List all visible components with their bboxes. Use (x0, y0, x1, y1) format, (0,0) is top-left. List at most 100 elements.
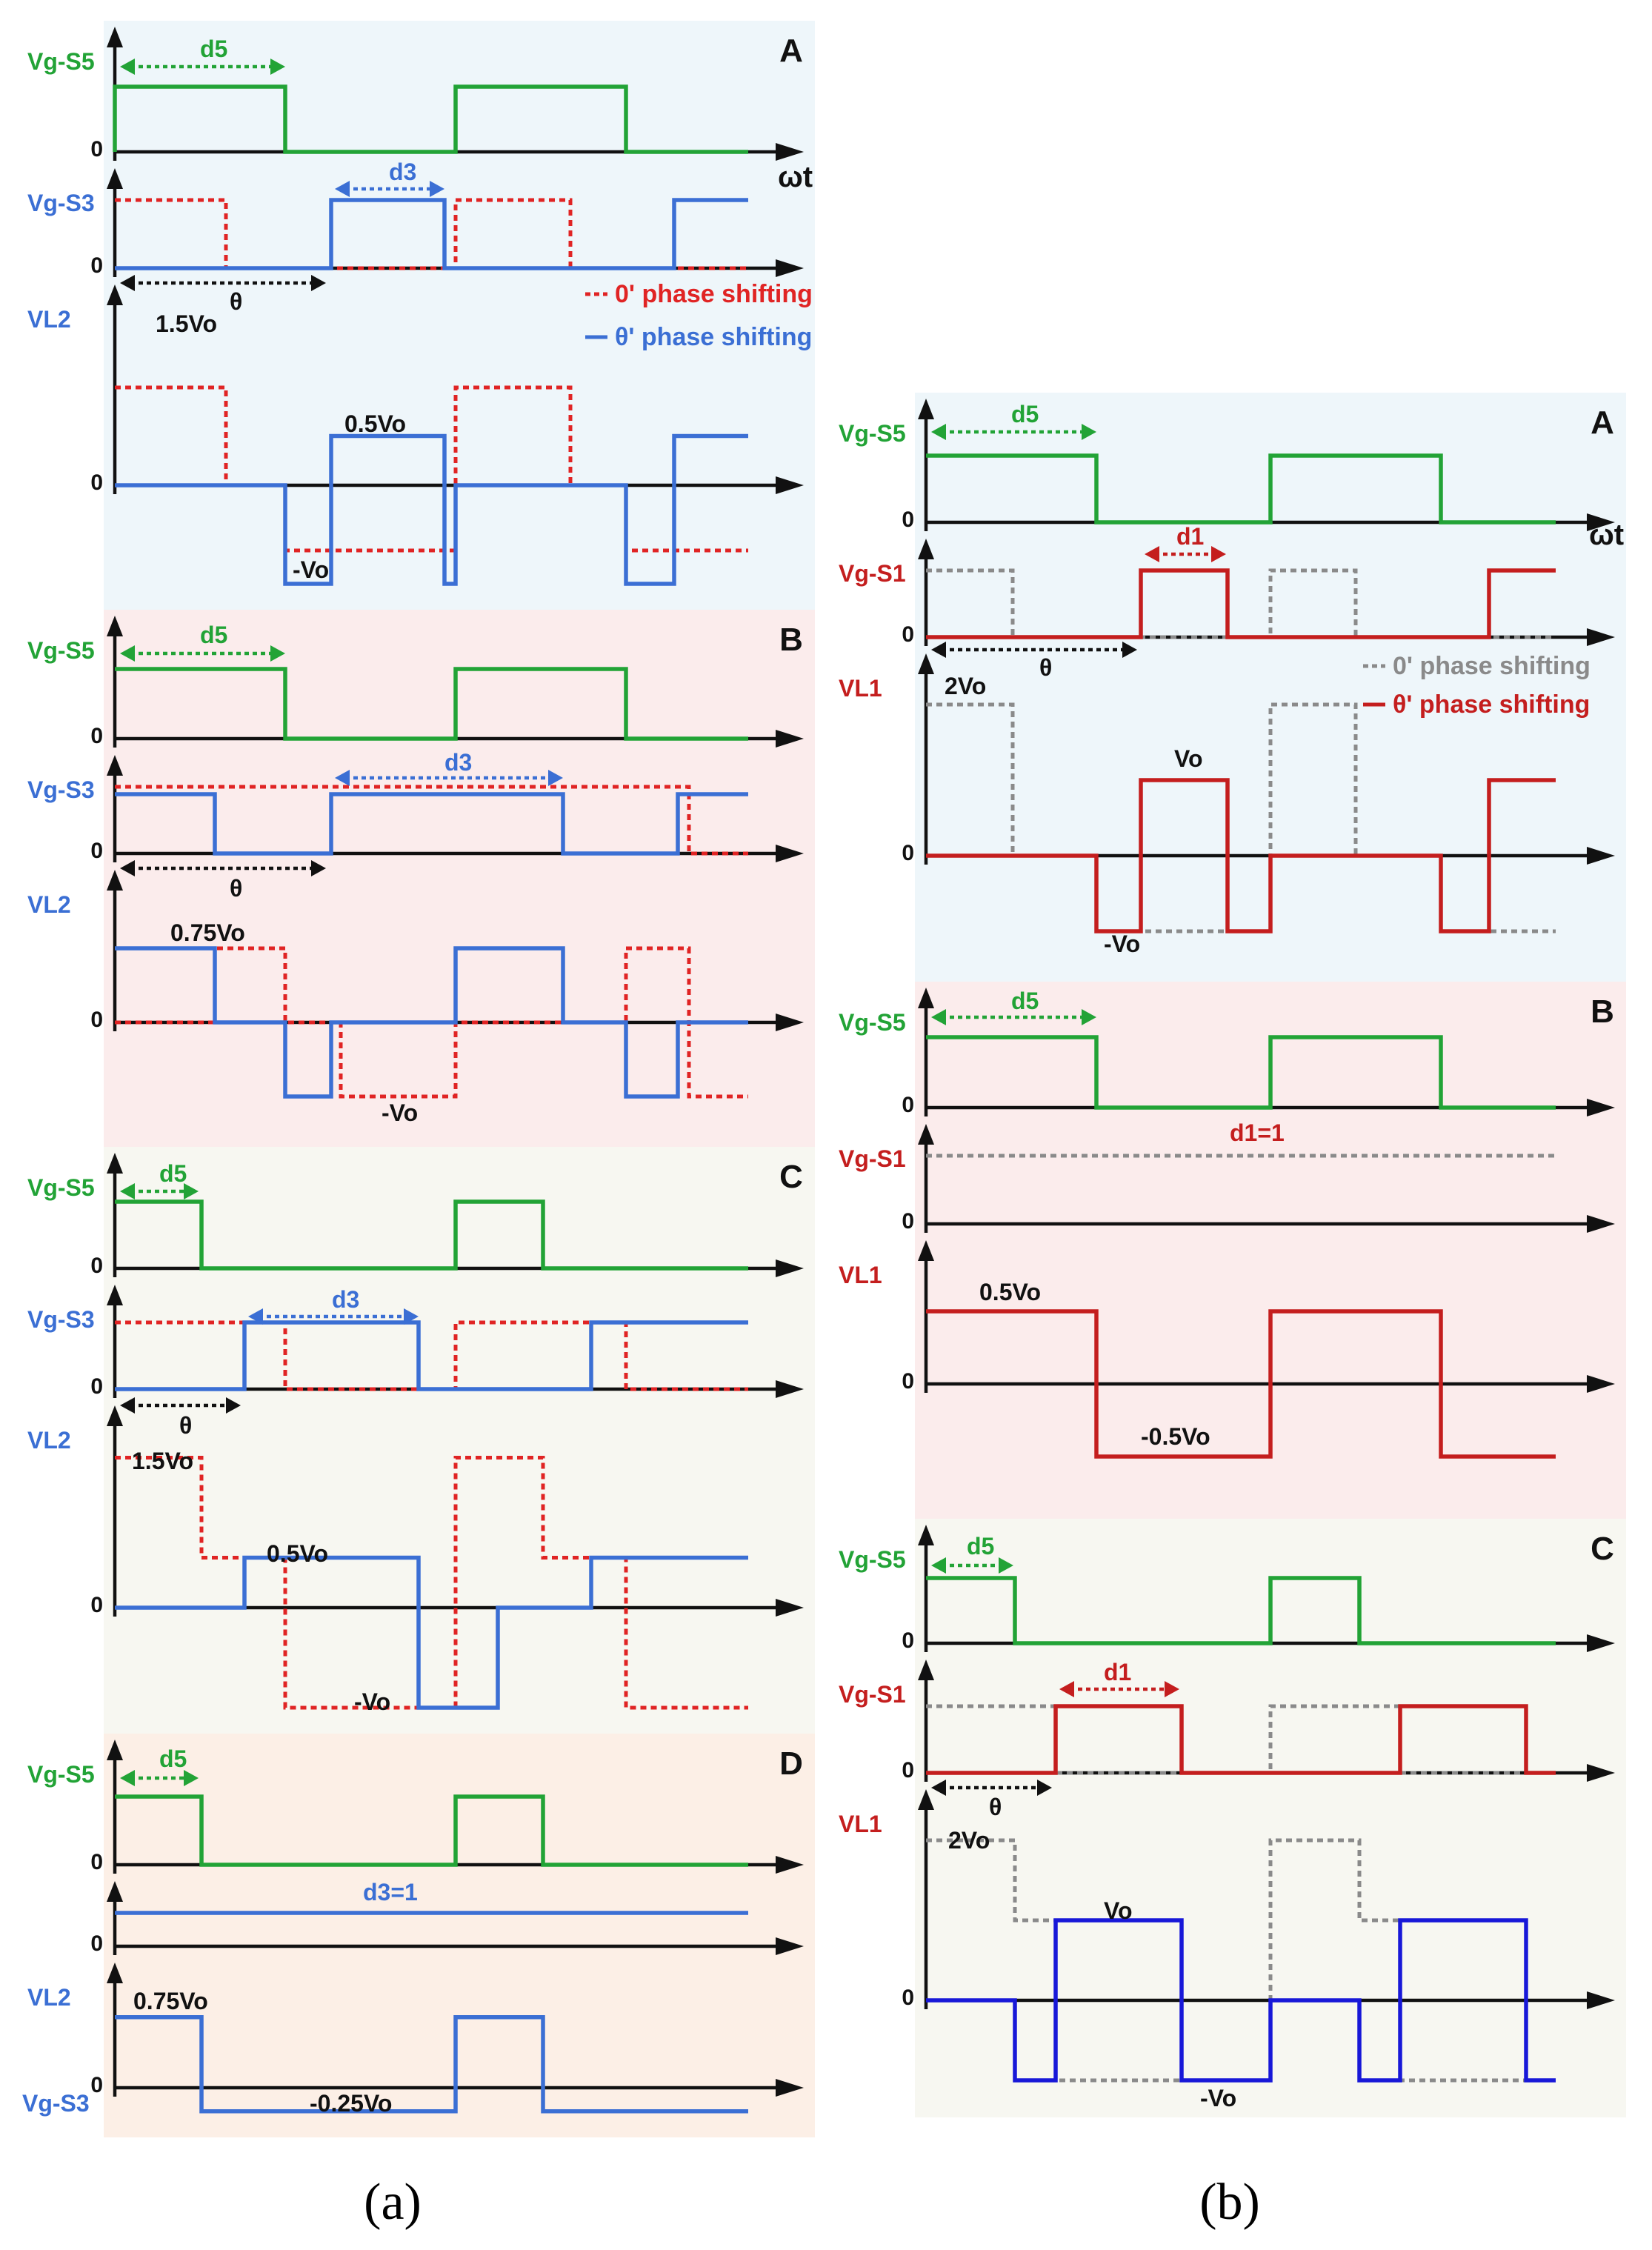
annotation-label: 2Vo (945, 673, 986, 699)
axis-arrow-up (918, 1660, 934, 1680)
track-label: VL1 (839, 1811, 882, 1837)
panel-letter-b-A: A (1591, 405, 1614, 441)
signal-red (115, 1456, 748, 1710)
zero-label: 0 (902, 841, 914, 865)
arrow-head-right (430, 181, 444, 197)
arrow-head-left (931, 1780, 946, 1796)
arrow-head-right (311, 275, 326, 291)
axis-arrow-right (1587, 1375, 1615, 1393)
signal-red (115, 198, 748, 270)
signal-darkred (926, 778, 1556, 933)
axis-arrow-right (1587, 1991, 1615, 2009)
annotation-label: d5 (159, 1745, 187, 1772)
annotation-label: d1 (1104, 1659, 1131, 1685)
annotation-label: 0.75Vo (133, 1988, 208, 2014)
track-label: VL2 (27, 891, 71, 918)
arrow-head-right (226, 1397, 241, 1414)
track-label: Vg-S3 (27, 776, 95, 803)
track-label: Vg-S1 (839, 1145, 906, 1172)
axis-arrow-up (918, 1240, 934, 1261)
track-label: Vg-S5 (27, 637, 95, 664)
arrow-head-right (184, 1183, 199, 1199)
arrow-head-right (270, 59, 285, 75)
annotation-label: θ (989, 1794, 1002, 1820)
axis-arrow-right (776, 143, 804, 161)
arrow-head-left (931, 1557, 946, 1574)
arrow-head-left (120, 1183, 135, 1199)
axis-arrow-up (107, 1881, 123, 1902)
annotation-label: d3 (389, 159, 416, 185)
axis-arrow-up (107, 1963, 123, 1983)
axis-arrow-up (918, 1124, 934, 1145)
axis-arrow-up (918, 539, 934, 559)
annotation-label: Vo (1174, 745, 1203, 772)
zero-label: 0 (90, 724, 103, 748)
annotation-label: d5 (1011, 988, 1039, 1014)
zero-label: 0 (902, 1209, 914, 1234)
arrow-head-left (931, 642, 946, 658)
track-label: Vg-S1 (839, 560, 906, 587)
annotation-label: d5 (200, 36, 227, 62)
axis-arrow-right (776, 1856, 804, 1874)
annotation-label: -Vo (382, 1099, 418, 1126)
axis-arrow-up (107, 755, 123, 776)
zero-label: 0 (90, 2073, 103, 2097)
axis-arrow-up (107, 1740, 123, 1760)
signal-green (115, 667, 748, 741)
axis-arrow-right (1587, 1099, 1615, 1116)
axis-arrow-up (107, 1285, 123, 1305)
arrow-head-left (1145, 546, 1159, 562)
axis-arrow-up (918, 988, 934, 1008)
annotation-label: 1.5Vo (156, 310, 217, 337)
signal-green (926, 1035, 1556, 1110)
annotation-label: 2Vo (948, 1827, 990, 1854)
track-label: Vg-S5 (839, 1546, 906, 1573)
annotation-label: -Vo (1104, 931, 1140, 957)
signal-blue (115, 1555, 748, 1710)
arrow-head-right (1037, 1780, 1052, 1796)
zero-label: 0 (902, 1986, 914, 2010)
track-label: Vg-S5 (27, 1174, 95, 1201)
annotation-label: -Vo (293, 556, 329, 583)
panel-letter-a-D: D (779, 1745, 803, 1782)
zero-label: 0 (90, 1931, 103, 1956)
zero-label: 0 (902, 1093, 914, 1117)
signal-blue (115, 1320, 748, 1391)
panel-bg-a-B (104, 610, 815, 1147)
annotation-label: 0.5Vo (979, 1279, 1041, 1305)
signal-green (926, 1576, 1556, 1645)
annotation-label: θ (230, 288, 242, 315)
axis-arrow-right (776, 1599, 804, 1617)
axis-arrow-right (776, 2079, 804, 2097)
annotation-label: 0.5Vo (267, 1540, 328, 1567)
axis-arrow-up (107, 27, 123, 47)
axis-arrow-right (1587, 1764, 1615, 1782)
axis-arrow-right (1587, 847, 1615, 865)
arrow-head-left (931, 1009, 946, 1025)
panel-letter-a-C: C (779, 1159, 803, 1195)
axis-arrow-up (918, 1789, 934, 1810)
arrow-head-left (120, 1397, 135, 1414)
legend-text: θ' phase shifting (615, 323, 812, 351)
arrow-head-right (1082, 1009, 1096, 1025)
zero-label: 0 (902, 1758, 914, 1783)
caption-a: (a) (364, 2174, 422, 2231)
annotation-label: d5 (1011, 401, 1039, 427)
arrow-head-right (1122, 642, 1137, 658)
signal-red (115, 946, 748, 1099)
annotation-label: -Vo (1200, 2085, 1236, 2111)
annotation-label: d3=1 (363, 1879, 418, 1905)
arrow-head-left (120, 860, 135, 876)
axis-arrow-up (107, 616, 123, 636)
annotation-label: θ (230, 875, 242, 902)
zero-label: 0 (902, 622, 914, 647)
axis-arrow-up (918, 1525, 934, 1545)
annotation-label: θ (1039, 654, 1052, 681)
signal-red (115, 785, 748, 856)
track-label: Vg-S5 (839, 1009, 906, 1036)
annotation-label: 0.75Vo (170, 919, 245, 946)
arrow-head-left (335, 770, 350, 786)
annotation-label: Vo (1104, 1897, 1133, 1924)
